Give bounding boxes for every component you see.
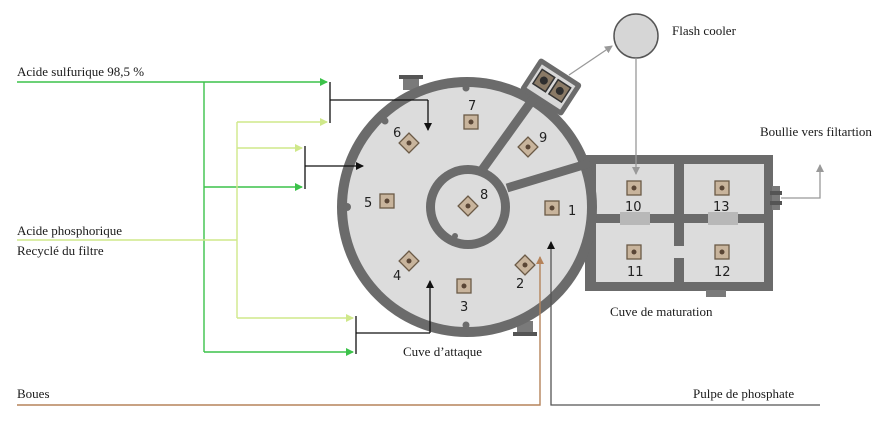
compartment-number: 9 [539, 131, 547, 146]
agitator-10 [626, 180, 642, 196]
compartment-number: 3 [460, 300, 468, 315]
label-flash-cooler: Flash cooler [672, 23, 737, 38]
agitator-9 [517, 136, 539, 158]
agitator-11 [626, 244, 642, 260]
agitator-5 [379, 193, 395, 209]
flash-cooler-arrow-in [568, 45, 613, 76]
label-boues: Boues [17, 386, 50, 401]
agitator-4 [398, 250, 420, 272]
pulpe-line [547, 241, 820, 406]
agitator-6 [398, 132, 420, 154]
compartment-number: 11 [627, 265, 644, 280]
label-phosphoric-acid: Acide phosphorique [17, 223, 122, 238]
compartment-number: 13 [713, 200, 730, 215]
label-pulpe: Pulpe de phosphate [693, 386, 794, 401]
maturation-tank [585, 155, 782, 297]
compartment-number: 4 [393, 269, 401, 284]
label-cuve-attaque: Cuve d’attaque [403, 344, 482, 359]
compartment-number: 8 [480, 188, 488, 203]
flash-cooler-nozzle [520, 58, 582, 116]
compartment-number: 5 [364, 196, 372, 211]
compartment-number: 1 [568, 204, 576, 219]
phosphoric-acid-lines [17, 118, 354, 322]
label-cuve-maturation: Cuve de maturation [610, 304, 713, 319]
agitator-8 [457, 195, 479, 217]
agitator-13 [714, 180, 730, 196]
agitator-3 [456, 278, 472, 294]
label-bouillie: Boullie vers filtartion [760, 124, 872, 139]
agitator-2 [514, 254, 536, 276]
filtration-outlet-arrow [781, 164, 824, 199]
boues-line [17, 256, 544, 406]
label-sulfuric-acid: Acide sulfurique 98,5 % [17, 64, 144, 79]
compartment-number: 7 [468, 99, 476, 114]
compartment-number: 12 [714, 265, 731, 280]
compartment-number: 10 [625, 200, 642, 215]
label-recycled-filter: Recyclé du filtre [17, 243, 104, 258]
compartment-number: 2 [516, 277, 524, 292]
sulfuric-acid-lines [17, 78, 354, 356]
agitator-1 [544, 200, 560, 216]
feed-pipes [304, 82, 434, 354]
agitator-7 [463, 114, 479, 130]
compartment-number: 6 [393, 126, 401, 141]
flash-cooler-sphere [613, 13, 659, 59]
agitator-12 [714, 244, 730, 260]
